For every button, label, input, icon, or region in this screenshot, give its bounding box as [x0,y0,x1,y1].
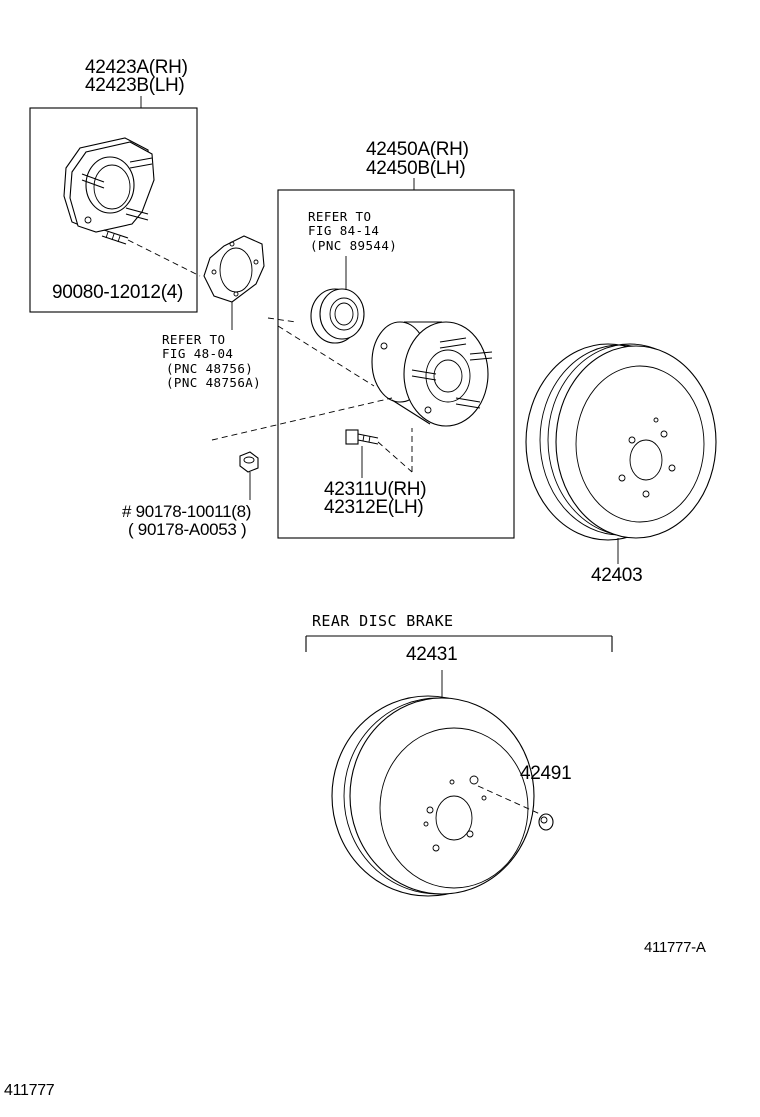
nut-label-line1: # 90178-10011(8) [122,502,252,521]
hub-to-drum-dash [277,325,375,387]
gasket-refer-line4: (PNC 48756A) [166,375,262,390]
gasket-refer-line2: FIG 48-04 [162,346,234,361]
bracket-lh-label: 42423B(LH) [85,75,185,96]
gasket-refer-line1: REFER TO [162,332,226,347]
brake-disc-part [331,695,535,897]
figure-code: 411777-A [644,939,706,956]
sensor-rotor-part [310,288,365,344]
stud-dash-leader [127,239,201,277]
bolt-dash-a [377,441,413,473]
hub-rh-label: 42450A(RH) [366,139,469,160]
hub-group-box [277,189,515,539]
screw-dash-leader [477,785,541,815]
sensor-refer-line2: FIG 84-14 [308,223,380,238]
gasket-refer-line3: (PNC 48756) [166,361,254,376]
sensor-refer-line1: REFER TO [308,209,372,224]
hub-bolt-part [345,429,379,445]
disc-label: 42431 [406,644,458,665]
bearing-bracket-part [63,137,155,233]
stud-bolt-part [101,229,129,245]
drum-label: 42403 [591,565,643,586]
gasket-part [203,235,265,303]
screw-label: 42491 [520,763,572,784]
nut-part [239,451,259,473]
gasket-to-hub-dash [267,317,297,323]
disc-section-title: REAR DISC BRAKE [312,612,454,630]
hub-lh-label: 42450B(LH) [366,158,466,179]
hub-bearing-part [371,321,493,427]
stud-bolt-label: 90080-12012(4) [52,282,184,303]
brake-drum-part [525,343,717,541]
nut-label-line2: ( 90178-A0053 ) [128,520,247,539]
hub-bolt-lh-label: 42312E(LH) [324,497,424,518]
bracket-rh-label: 42423A(RH) [85,57,188,78]
screw-part [538,813,554,831]
page-code: 411777 [4,1082,55,1099]
hub-bolt-rh-label: 42311U(RH) [324,479,427,500]
bracket-group-box [29,107,198,313]
sensor-refer-line3: (PNC 89544) [310,238,398,253]
nut-dash-leader-a [211,397,393,441]
disc-section-bracket [305,635,613,652]
